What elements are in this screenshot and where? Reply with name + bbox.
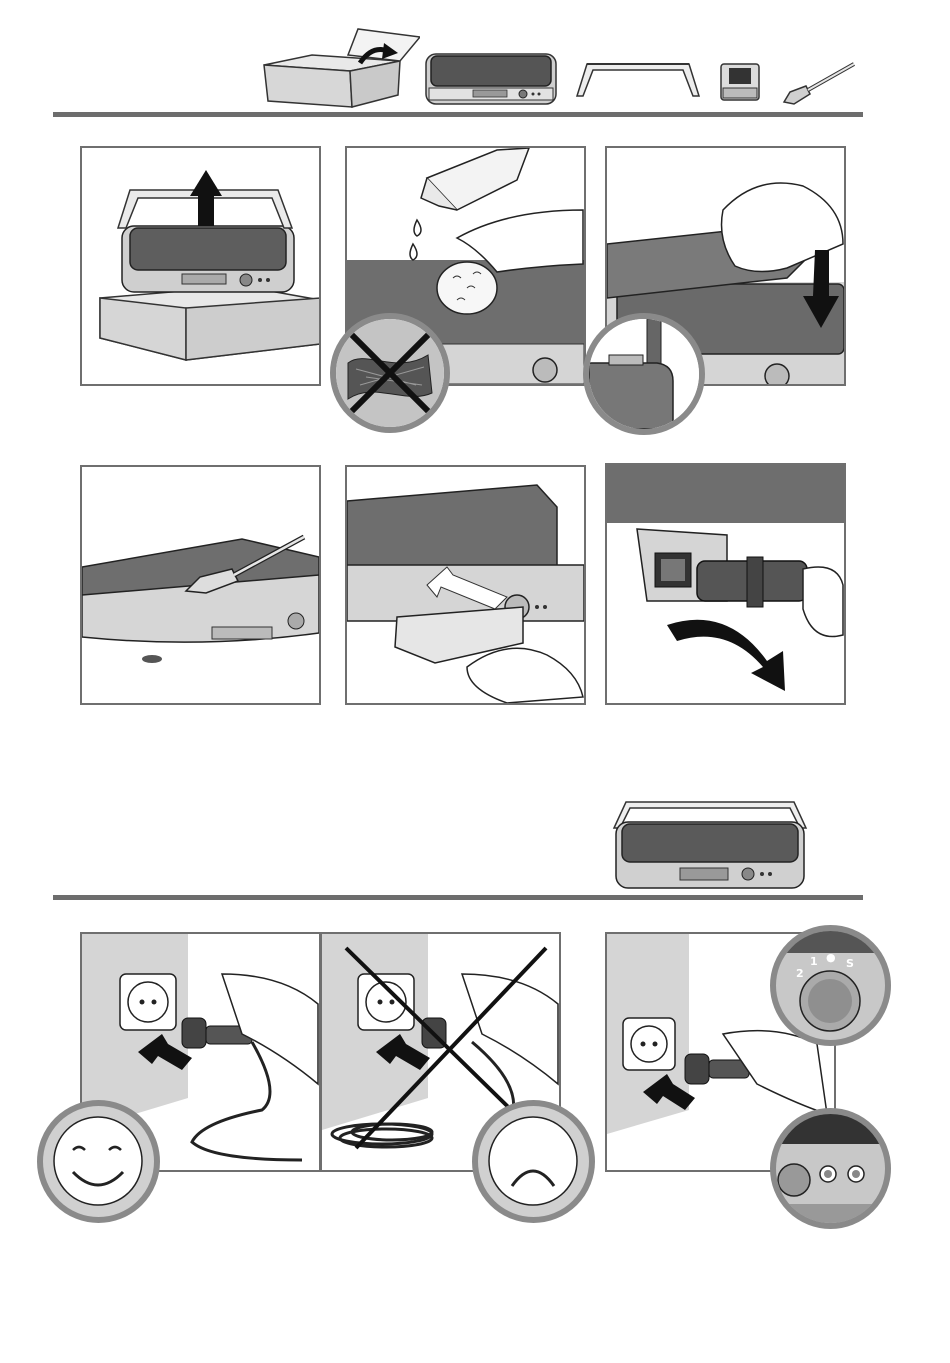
step-drip-tray-panel	[345, 465, 586, 705]
knob-mark-2: 2	[796, 967, 804, 980]
knob-mark-dot: ●	[826, 951, 836, 964]
knob-mark-1: 1	[810, 955, 818, 968]
parts-strip	[255, 20, 855, 110]
indicator-lights-icon	[776, 1114, 885, 1223]
steel-wool-icon	[336, 319, 444, 427]
step-spatula-panel	[80, 465, 321, 705]
drip-tray-icon	[717, 58, 767, 108]
assembled-griddle	[610, 800, 810, 892]
assembled-griddle-icon	[610, 800, 810, 892]
splash-guard-icon	[573, 56, 703, 106]
smiley-icon	[43, 1106, 154, 1217]
griddle-icon	[423, 50, 563, 110]
knob-scale-icon: 2 1 ● S	[776, 931, 885, 1040]
guard-detail-circle	[583, 313, 705, 435]
box-icon	[260, 25, 420, 115]
knob-zoom-circle: 2 1 ● S	[770, 925, 891, 1046]
spatula-icon	[780, 58, 860, 108]
indicator-zoom-circle	[770, 1108, 891, 1229]
step-unpack-panel	[80, 146, 321, 386]
guard-slot-detail-icon	[589, 319, 699, 429]
section-rule-top	[53, 112, 863, 117]
frowny-icon	[478, 1106, 589, 1217]
sad-face-circle	[472, 1100, 595, 1223]
step-connector-panel	[605, 463, 846, 705]
knob-mark-s: S	[846, 957, 854, 970]
unpack-illustration	[82, 148, 319, 384]
section-rule-bottom	[53, 895, 863, 900]
happy-face-circle	[37, 1100, 160, 1223]
connector-illustration	[607, 465, 844, 703]
drip-tray-insert-illustration	[347, 467, 584, 703]
no-steel-wool-circle	[330, 313, 450, 433]
spatula-use-illustration	[82, 467, 319, 703]
